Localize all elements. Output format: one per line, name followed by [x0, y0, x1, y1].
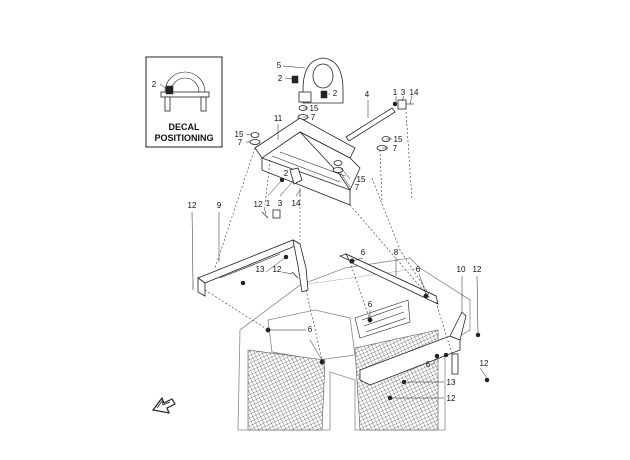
callout-15-b: 15 — [394, 135, 403, 144]
bolt-6-roof-right — [319, 359, 325, 365]
bracket-5-hole — [312, 63, 334, 89]
muffler-bracket-assembly — [291, 57, 344, 120]
callout-15-a: 15 — [310, 104, 319, 113]
bolt-13-left-b — [240, 280, 246, 286]
inset-title-line1: DECAL — [169, 122, 201, 132]
rear-bar-10 — [359, 311, 490, 401]
callout-1-b: 1 — [266, 199, 271, 208]
callout-12-d: 12 — [473, 265, 482, 274]
callout-13-b: 13 — [447, 378, 456, 387]
callout-15-d: 15 — [357, 175, 366, 184]
roll-bar-8 — [338, 253, 439, 305]
bolt-12-rear — [475, 332, 481, 338]
callout-14-a: 14 — [410, 88, 419, 97]
bar-9-post — [292, 239, 309, 293]
callout-5: 5 — [277, 61, 282, 70]
callout-12-e: 12 — [480, 359, 489, 368]
decal-2-side — [320, 90, 328, 99]
cabin-body — [237, 257, 471, 431]
bolt-6-rear-a — [434, 353, 440, 359]
callout-7-a: 7 — [311, 113, 316, 122]
inset-title-line2: POSITIONING — [154, 133, 213, 143]
frame-11-right — [299, 131, 361, 191]
side-window-frame — [354, 299, 411, 339]
bar-9-top — [197, 239, 301, 284]
bar-10-bracket — [451, 353, 459, 375]
callout-7-b: 7 — [393, 144, 398, 153]
callout-6-c: 6 — [368, 300, 373, 309]
bar-9-end — [197, 277, 206, 297]
bushing-3-top — [397, 99, 407, 110]
bolt-15-left — [250, 132, 260, 138]
front-mesh-guard — [247, 349, 326, 431]
inset-leader — [159, 83, 168, 90]
decal-2-lower — [272, 209, 281, 219]
callout-12-f: 12 — [447, 394, 456, 403]
bushing-3-lower — [289, 167, 303, 185]
washer-7-left — [249, 139, 261, 145]
callout-1-a: 1 — [393, 88, 398, 97]
inset-decal-icon — [165, 85, 174, 95]
callout-15-c: 15 — [235, 130, 244, 139]
callout-7-d: 7 — [355, 183, 360, 192]
side-window-slats — [361, 305, 407, 333]
callout-12-b: 12 — [254, 200, 263, 209]
inset-bracket-leg-left — [164, 96, 171, 112]
washer-7-right — [332, 167, 344, 173]
callout-12-c: 12 — [273, 265, 282, 274]
nut-1-top — [392, 101, 398, 107]
callout-3-a: 3 — [401, 88, 406, 97]
bolt-13-rear — [401, 379, 407, 385]
bolt-12-lower — [261, 211, 269, 219]
roll-bar-9 — [192, 239, 309, 297]
inset-bracket-base — [160, 91, 210, 98]
callout-6-d: 6 — [308, 325, 313, 334]
bracket-5-foot — [298, 91, 312, 103]
rod-4 — [345, 107, 396, 142]
callout-9: 9 — [217, 201, 222, 210]
bolt-15-right — [333, 160, 343, 166]
callout-6-e: 6 — [426, 360, 431, 369]
inset-bracket-outer — [164, 71, 206, 93]
decal-positioning-inset: 2 DECAL POSITIONING — [145, 56, 223, 148]
bolt-12-bottom — [387, 395, 393, 401]
callout-2-c: 2 — [284, 169, 289, 178]
cabin-roof-edge — [299, 257, 421, 286]
roof-panel — [267, 309, 356, 361]
assembly-guide-lines — [204, 111, 453, 361]
rod-assembly-4 — [345, 99, 414, 151]
callout-2-b: 2 — [333, 89, 338, 98]
cross-frame-11 — [249, 117, 361, 219]
bolt-6-rear-b — [443, 352, 449, 358]
callout-13-a: 13 — [256, 265, 265, 274]
callout-7-c: 7 — [238, 138, 243, 147]
callout-11: 11 — [274, 114, 283, 123]
nut-1-lower — [279, 177, 285, 183]
decal-2-top — [291, 75, 299, 84]
bolt-6-roof-left — [265, 327, 271, 333]
callout-6-a: 6 — [361, 248, 366, 257]
bolt-12-far — [484, 377, 490, 383]
frame-11-top — [254, 117, 356, 159]
callout-numbers: 5 2 2 15 7 4 1 3 14 15 7 11 15 7 15 7 2 … — [188, 61, 489, 403]
callout-14-b: 14 — [292, 199, 301, 208]
callout-12-a: 12 — [188, 201, 197, 210]
inset-callout: 2 — [152, 80, 157, 89]
inset-bracket-leg-right — [200, 96, 207, 112]
callout-6-b: 6 — [416, 265, 421, 274]
callout-3-b: 3 — [278, 199, 283, 208]
bar-10-post — [449, 311, 467, 341]
front-direction-arrow-icon — [151, 396, 176, 414]
callout-10: 10 — [457, 265, 466, 274]
callout-8: 8 — [394, 248, 399, 257]
callout-leaders — [191, 65, 488, 399]
bar-9-detail — [219, 253, 281, 279]
bar-8-side — [345, 253, 439, 305]
bolt-6-bar8-right — [423, 293, 429, 299]
callout-4: 4 — [365, 90, 370, 99]
bolt-12-mid — [291, 271, 299, 279]
callout-2-a: 2 — [278, 74, 283, 83]
